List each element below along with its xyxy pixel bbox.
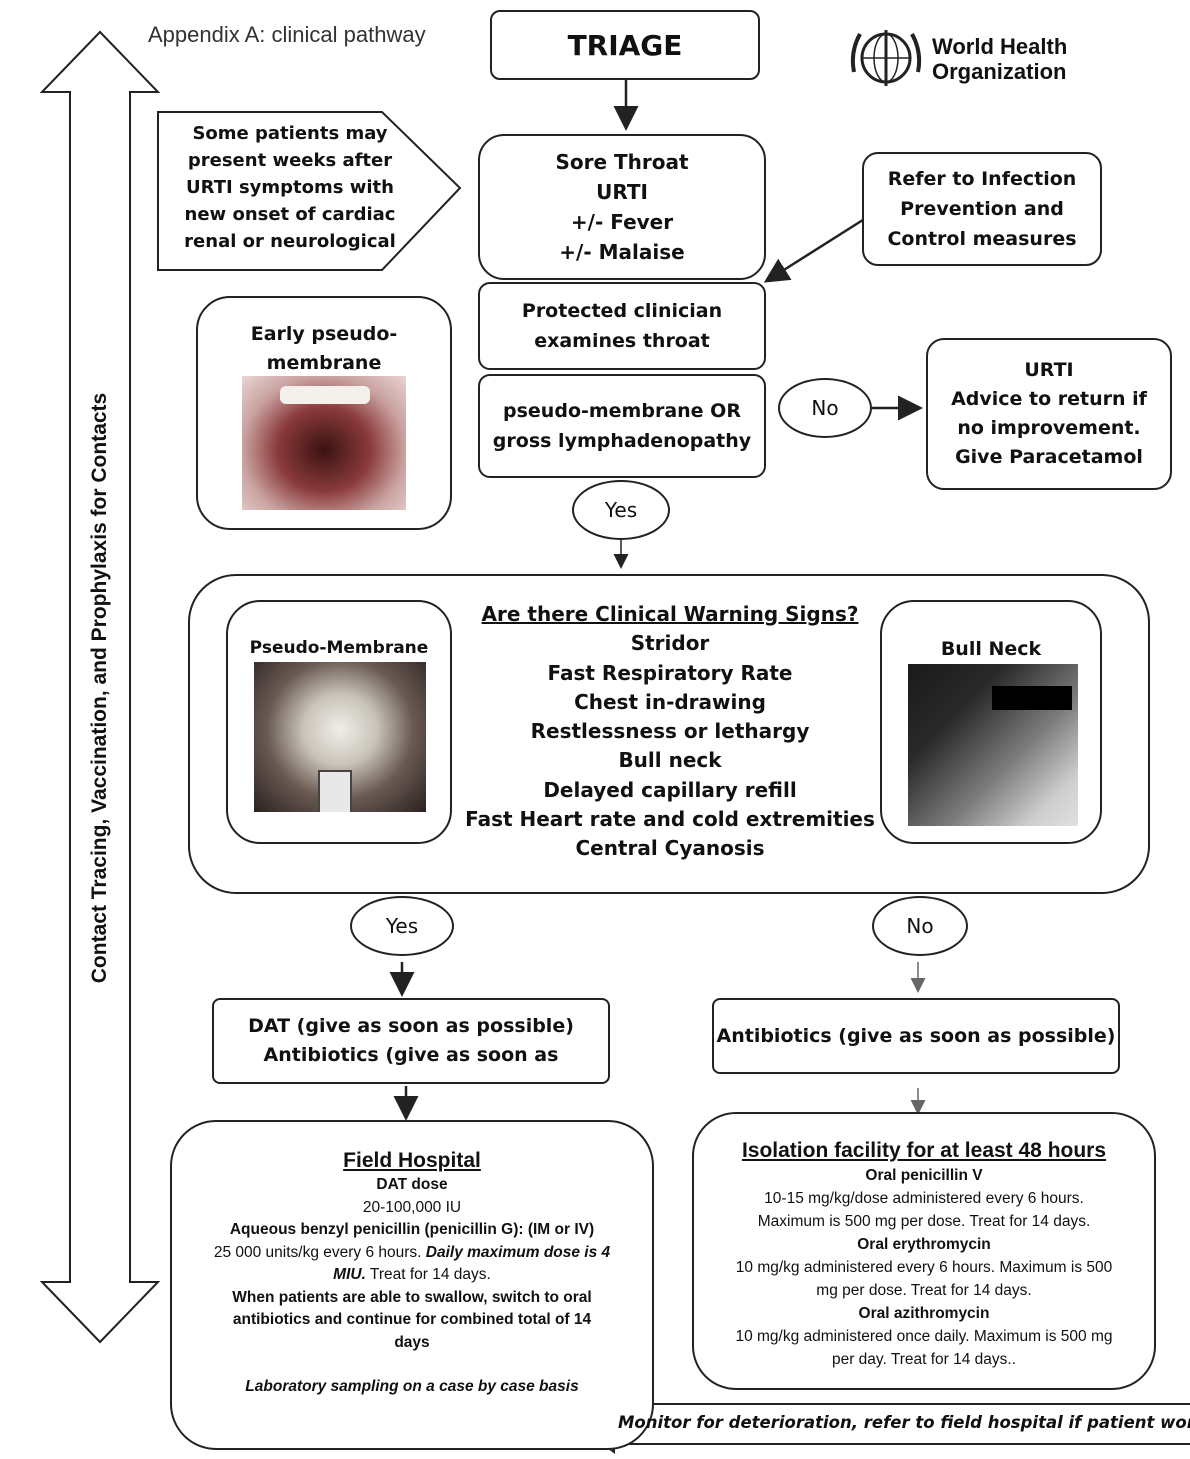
appendix-title: Appendix A: clinical pathway [148, 22, 426, 47]
side-arrow-label: Contact Tracing, Vaccination, and Prophy… [88, 392, 111, 984]
sore-throat-box: Sore Throat URTI +/- Fever +/- Malaise [478, 134, 766, 280]
sign-item: Chest in-drawing [574, 689, 766, 714]
field-hospital-title: Field Hospital [343, 1149, 481, 1172]
bull-neck-box: Bull Neck [880, 600, 1102, 844]
early-pm-box: Early pseudo- membrane [196, 296, 452, 530]
penicillin-dose-line-2: MIU. Treat for 14 days. [333, 1266, 491, 1283]
isolation-content: Isolation facility for at least 48 hours… [694, 1138, 1154, 1371]
pentagon-text: Some patients may present weeks after UR… [184, 123, 396, 252]
no-oval-2: No [872, 896, 968, 956]
antibiotics-box: Antibiotics (give as soon as possible) [712, 998, 1120, 1074]
early-pm-photo [242, 376, 406, 510]
bull-neck-label: Bull Neck [940, 638, 1042, 660]
pseudo-membrane-photo [254, 662, 426, 812]
isolation-box: Isolation facility for at least 48 hours… [692, 1112, 1156, 1390]
sign-item: Bull neck [618, 748, 722, 773]
who-logo [846, 22, 926, 92]
side-double-arrow [39, 30, 161, 1344]
teeth-shape [280, 386, 370, 404]
pm-check-box: pseudo-membrane OR gross lymphadenopathy [478, 374, 766, 478]
tongue-depressor-shape [318, 770, 352, 812]
dat-box: DAT (give as soon as possible) Antibioti… [212, 998, 610, 1084]
sign-item: Stridor [630, 631, 710, 656]
field-hospital-content: Field Hospital DAT dose 20-100,000 IU Aq… [172, 1148, 652, 1399]
warning-title: Are there Clinical Warning Signs? [481, 602, 859, 626]
monitor-label: Monitor for deterioration, refer to fiel… [618, 1413, 1190, 1432]
sign-item: Delayed capillary refill [543, 777, 797, 802]
yes-oval-1: Yes [572, 480, 670, 540]
ipc-box: Refer to Infection Prevention and Contro… [862, 152, 1102, 266]
who-emblem-icon [850, 30, 922, 86]
sign-item: Fast Respiratory Rate [547, 660, 793, 685]
urti-advice-box: URTI Advice to return if no improvement.… [926, 338, 1172, 490]
yes-oval-2: Yes [350, 896, 454, 956]
warning-signs-list: Are there Clinical Warning Signs? Strido… [450, 600, 890, 864]
early-pm-label: Early pseudo- membrane [250, 323, 398, 374]
who-name: World Health Organization [932, 34, 1068, 84]
pseudo-membrane-label: Pseudo-Membrane [249, 638, 429, 658]
penicillin-dose-line: 25 000 units/kg every 6 hours. Daily max… [213, 1243, 611, 1261]
triage-label: TRIAGE [567, 28, 683, 62]
sign-item: Central Cyanosis [575, 836, 765, 861]
isolation-title: Isolation facility for at least 48 hours [741, 1139, 1107, 1162]
triage-box: TRIAGE [490, 10, 760, 80]
protected-box: Protected clinician examines throat [478, 282, 766, 370]
no-oval-1: No [778, 378, 872, 438]
pseudo-membrane-box: Pseudo-Membrane [226, 600, 452, 844]
sign-item: Restlessness or lethargy [530, 719, 810, 744]
arrow-ipc [763, 216, 867, 283]
field-hospital-box: Field Hospital DAT dose 20-100,000 IU Aq… [170, 1120, 654, 1450]
eye-censor-bar [992, 686, 1072, 710]
pentagon-shape [157, 111, 462, 271]
bull-neck-photo [908, 664, 1078, 826]
sign-item: Fast Heart rate and cold extremities [465, 807, 875, 832]
